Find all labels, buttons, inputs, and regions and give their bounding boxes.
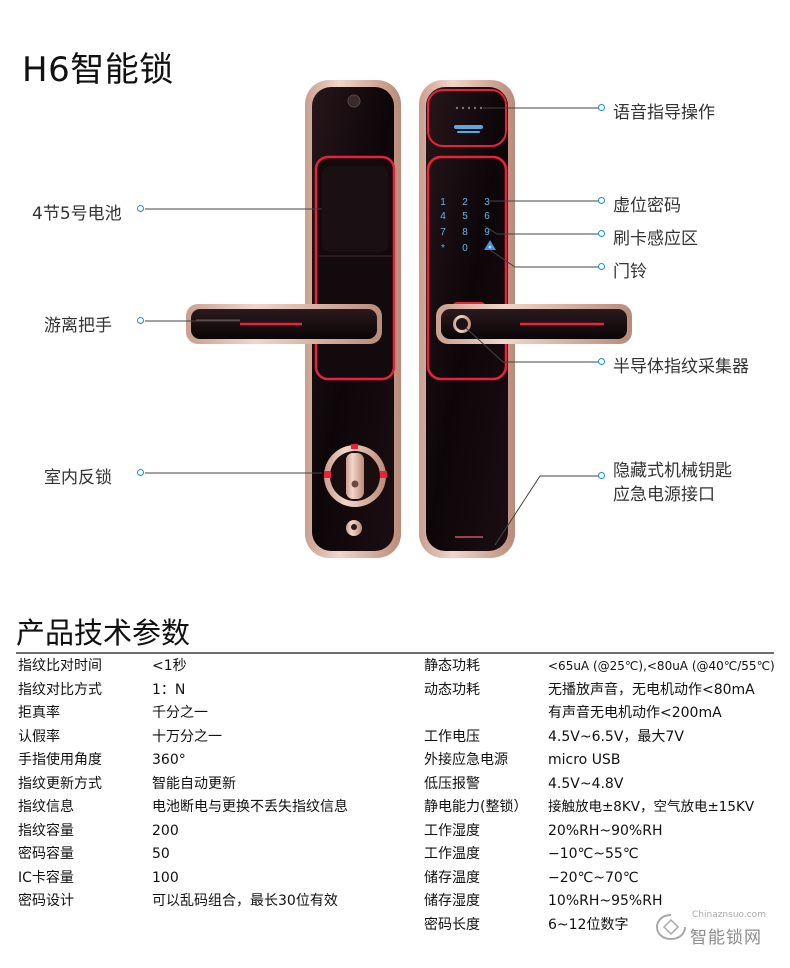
watermark-logo-icon [655, 914, 686, 941]
watermark-url: Chinaznsuo.com [692, 910, 766, 920]
specs-divider [16, 652, 774, 654]
keypad-key: 6 [484, 211, 490, 222]
callout-dot [598, 230, 605, 237]
callout-card-zone: 刷卡感应区 [613, 229, 698, 249]
callout-dot [598, 472, 605, 479]
callout-dot [137, 317, 144, 324]
callout-fingerprint-sensor: 半导体指纹采集器 [613, 357, 749, 377]
right-leader-lines [465, 107, 600, 546]
keypad-key: 5 [462, 211, 468, 222]
callout-dot [598, 197, 605, 204]
callout-doorbell: 门铃 [613, 262, 647, 282]
callout-dot [137, 205, 144, 212]
keypad-key: * [441, 243, 445, 254]
indoor-lock-body [186, 80, 401, 558]
keypad-key: 7 [440, 227, 446, 238]
keypad-key: 1 [440, 197, 446, 208]
callout-battery: 4节5号电池 [32, 204, 122, 224]
callout-dot [598, 263, 605, 270]
watermark-text: 智能锁网 [690, 928, 762, 948]
keypad: 1 2 3 4 5 6 7 8 9 * 0 [440, 197, 490, 254]
callout-indoor-lock: 室内反锁 [44, 468, 112, 488]
watermark: Chinaznsuo.com 智能锁网 [650, 906, 766, 948]
specs-right-column: 静态功耗<65uA (@25℃),<80uA (@40℃/55℃) 动态功耗无播… [424, 658, 775, 933]
keypad-key: 0 [462, 243, 468, 254]
keypad-key: 2 [462, 197, 468, 208]
callout-virtual-password: 虚位密码 [613, 196, 681, 216]
keypad-key: 3 [484, 197, 490, 208]
callout-emergency-power: 应急电源接口 [613, 485, 715, 505]
callout-voice-guide: 语音指导操作 [613, 103, 715, 123]
left-leader-lines [145, 208, 322, 474]
page-title: H6智能锁 [22, 50, 174, 90]
keypad-key: 9 [484, 227, 490, 238]
callout-dot [598, 358, 605, 365]
callout-free-handle: 游离把手 [44, 316, 112, 336]
lock-illustration: 1 2 3 4 5 6 7 8 9 * 0 [145, 80, 632, 558]
callout-dot [137, 469, 144, 476]
callout-dot [598, 104, 605, 111]
keypad-key: 4 [440, 211, 446, 222]
keypad-key: 8 [462, 227, 468, 238]
callout-hidden-key: 隐藏式机械钥匙 [613, 461, 732, 481]
specs-title: 产品技术参数 [16, 616, 191, 650]
outdoor-lock-body: 1 2 3 4 5 6 7 8 9 * 0 [419, 80, 632, 558]
